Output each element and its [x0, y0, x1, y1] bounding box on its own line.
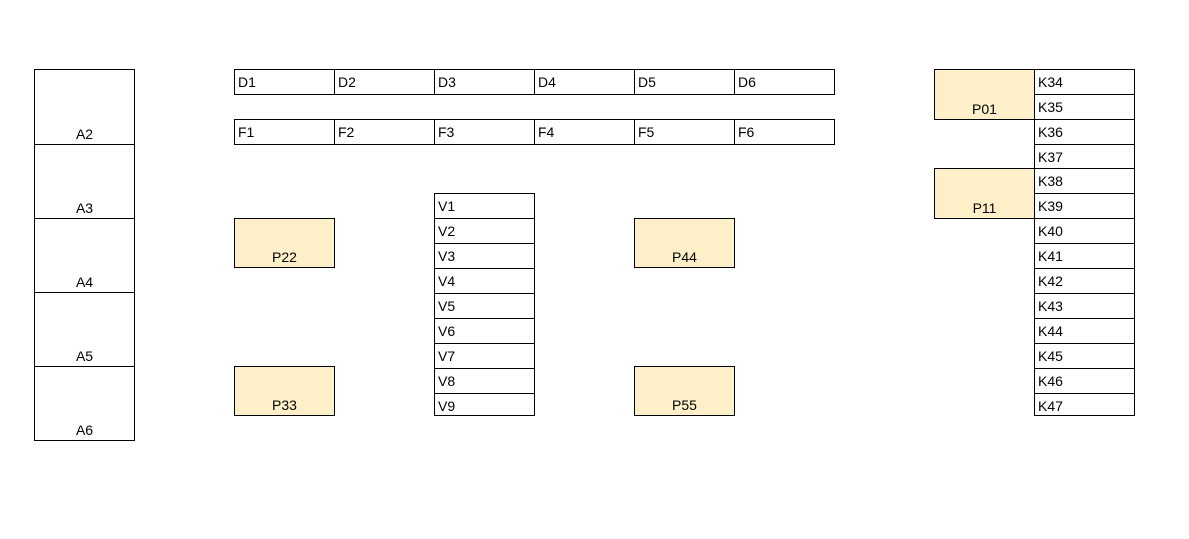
block-a4-label: A4 [75, 274, 94, 290]
cell-v2: V2 [434, 218, 535, 244]
cell-k39: K39 [1034, 193, 1135, 219]
cell-d4: D4 [534, 69, 635, 95]
block-a2-label: A2 [75, 126, 94, 142]
cell-d5: D5 [634, 69, 735, 95]
cell-f5: F5 [634, 119, 735, 145]
block-a6: A6 [34, 366, 135, 441]
cell-v7: V7 [434, 343, 535, 369]
block-a4: A4 [34, 218, 135, 293]
cell-k41: K41 [1034, 243, 1135, 269]
cell-v5: V5 [434, 293, 535, 319]
cell-f3: F3 [434, 119, 535, 145]
box-p33: P33 [234, 366, 335, 416]
cell-f2: F2 [334, 119, 435, 145]
cell-k40: K40 [1034, 218, 1135, 244]
cell-f1: F1 [234, 119, 335, 145]
cell-k34: K34 [1034, 69, 1135, 95]
box-p44: P44 [634, 218, 735, 268]
cell-f4: F4 [534, 119, 635, 145]
cell-k42: K42 [1034, 268, 1135, 294]
cell-k36: K36 [1034, 119, 1135, 145]
box-p11-label: P11 [972, 200, 997, 216]
box-p44-label: P44 [672, 249, 697, 265]
box-p11: P11 [934, 168, 1035, 219]
block-a2: A2 [34, 69, 135, 145]
cell-v8: V8 [434, 368, 535, 394]
cell-k43: K43 [1034, 293, 1135, 319]
box-p22: P22 [234, 218, 335, 268]
cell-f6: F6 [734, 119, 835, 145]
box-p01-label: P01 [972, 101, 997, 117]
cell-k45: K45 [1034, 343, 1135, 369]
box-p22-label: P22 [272, 249, 297, 265]
cell-k47: K47 [1034, 393, 1135, 416]
cell-k44: K44 [1034, 318, 1135, 344]
box-p01: P01 [934, 69, 1035, 120]
box-p33-label: P33 [272, 397, 297, 413]
cell-k35: K35 [1034, 94, 1135, 120]
cell-v9: V9 [434, 393, 535, 416]
block-a3-label: A3 [75, 200, 94, 216]
box-p55: P55 [634, 366, 735, 416]
block-a3: A3 [34, 144, 135, 219]
cell-d2: D2 [334, 69, 435, 95]
block-a6-label: A6 [75, 422, 94, 438]
cell-k46: K46 [1034, 368, 1135, 394]
cell-v3: V3 [434, 243, 535, 269]
cell-v1: V1 [434, 193, 535, 219]
cell-v6: V6 [434, 318, 535, 344]
block-a5-label: A5 [75, 348, 94, 364]
cell-d6: D6 [734, 69, 835, 95]
cell-k38: K38 [1034, 168, 1135, 194]
cell-d3: D3 [434, 69, 535, 95]
block-a5: A5 [34, 292, 135, 367]
cell-d1: D1 [234, 69, 335, 95]
box-p55-label: P55 [672, 397, 697, 413]
cell-v4: V4 [434, 268, 535, 294]
cell-k37: K37 [1034, 144, 1135, 169]
